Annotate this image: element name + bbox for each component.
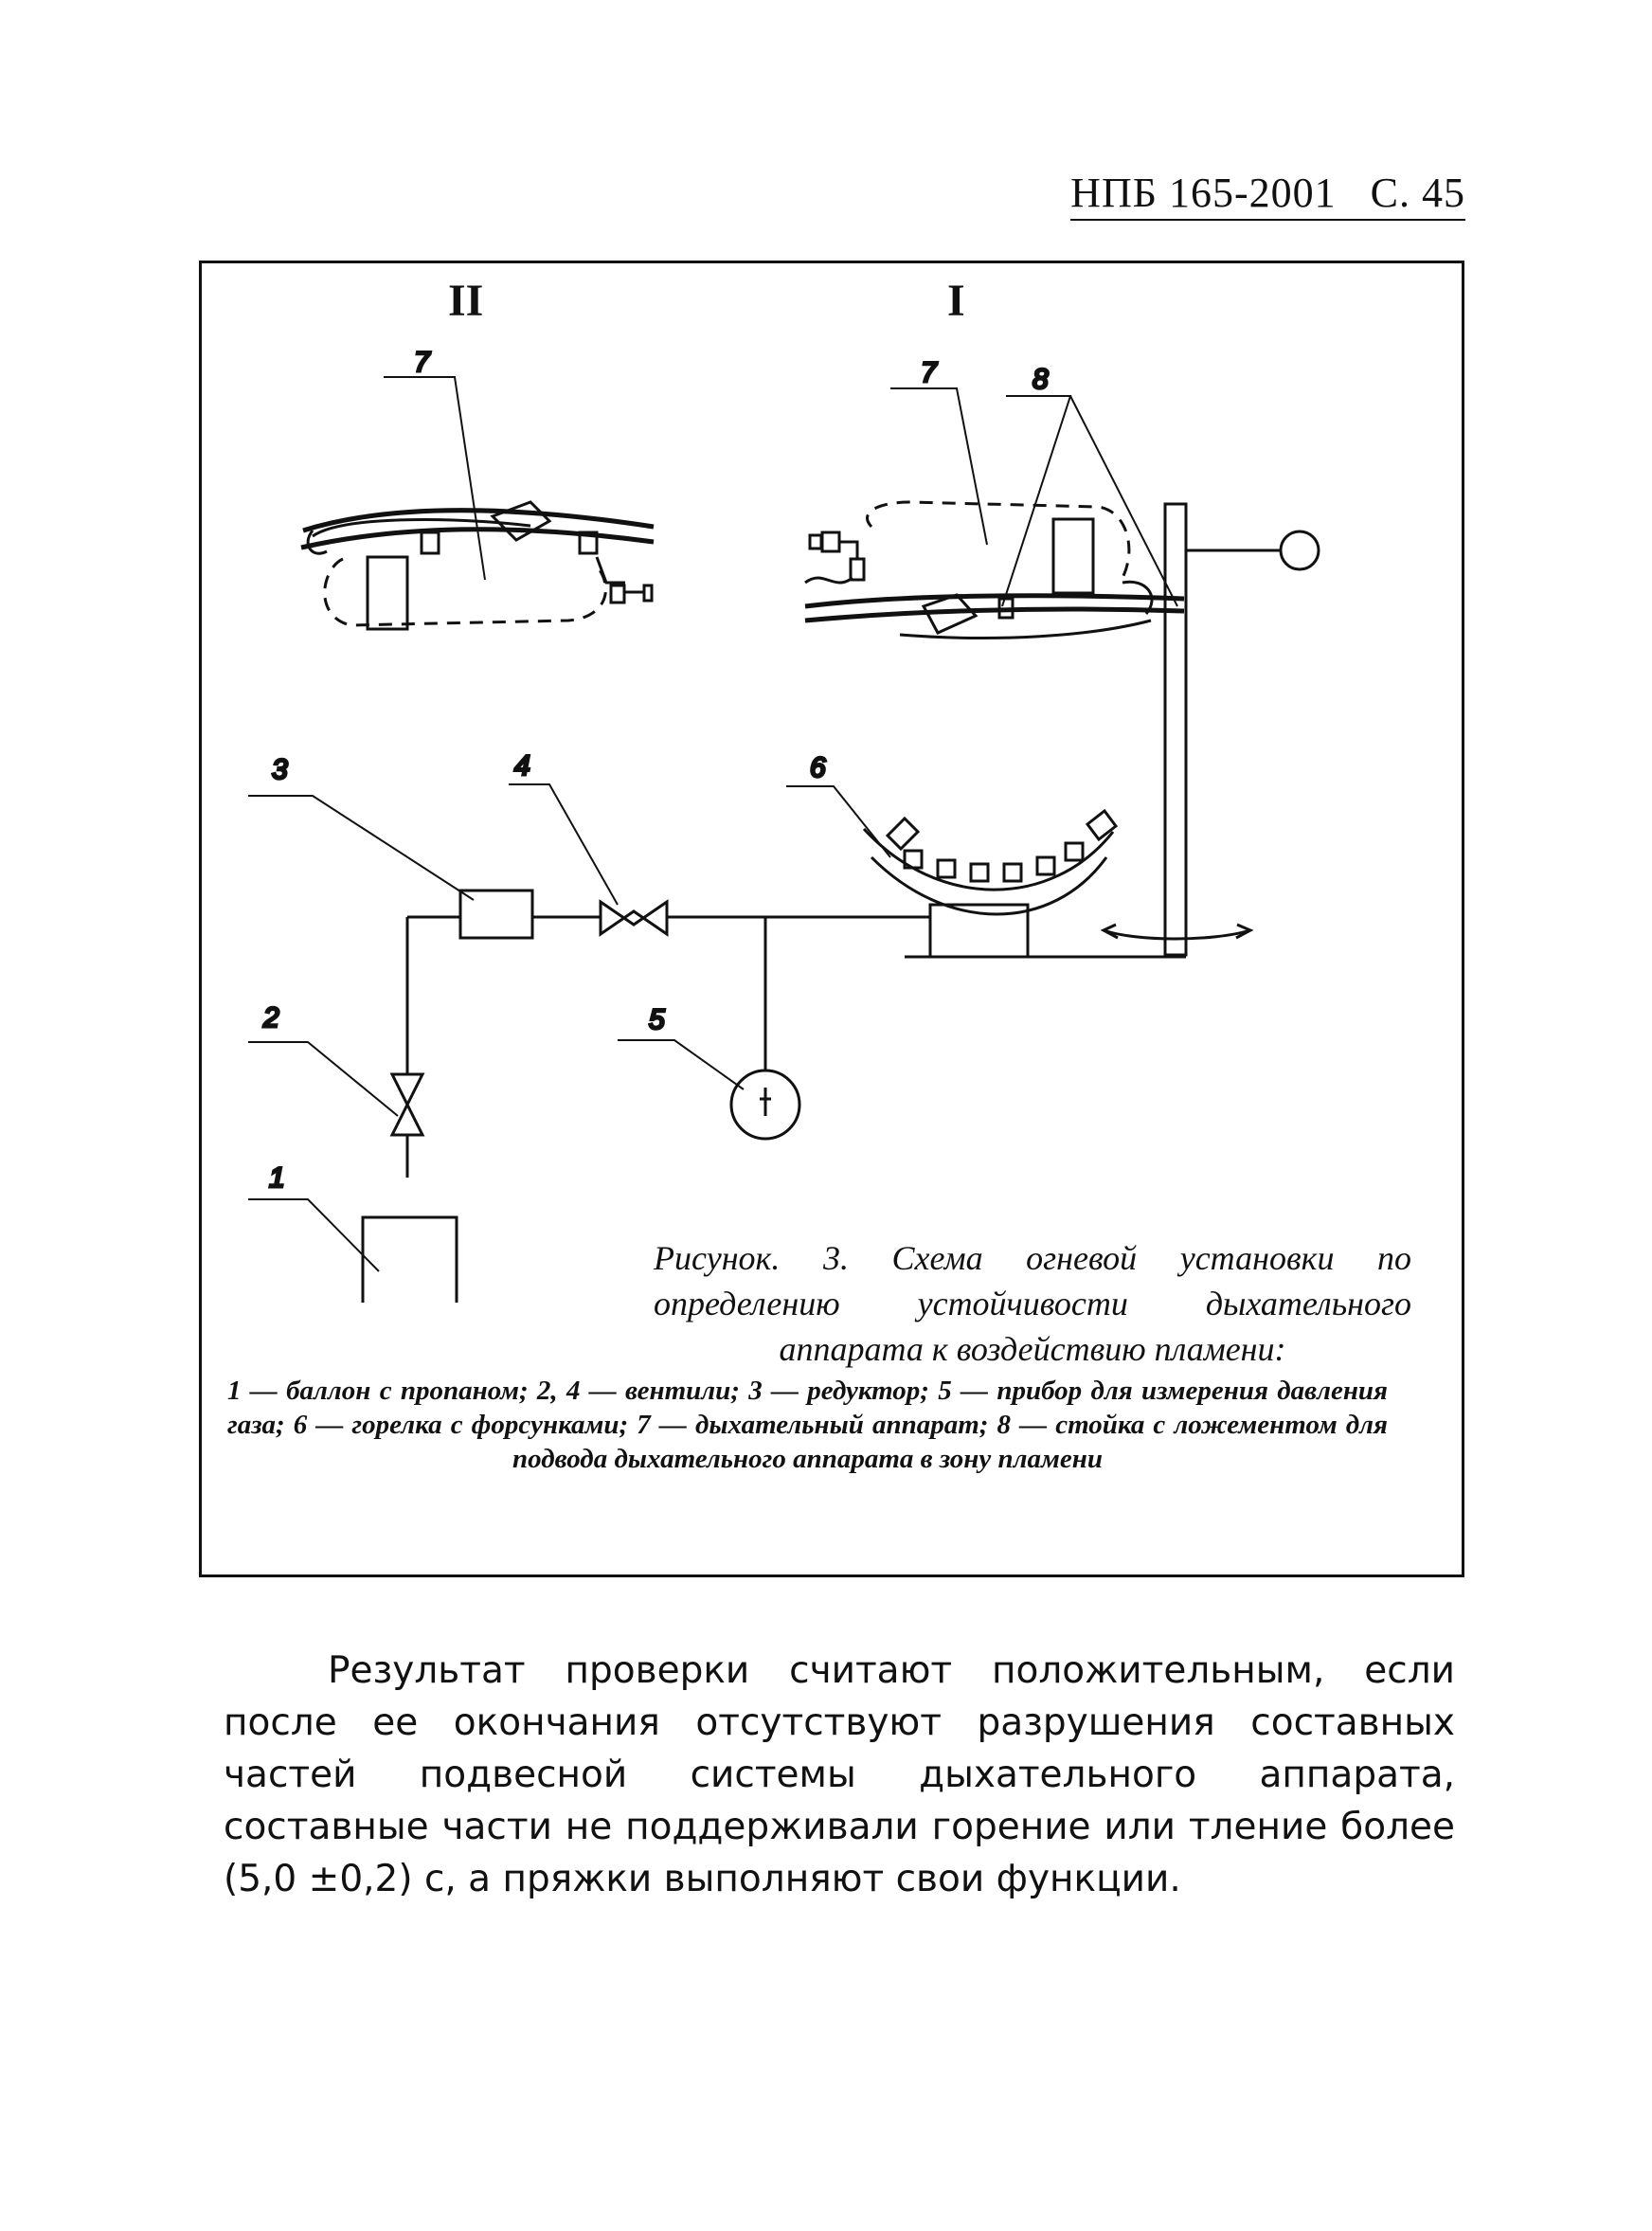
valve-2	[389, 1072, 425, 1137]
callout-7-left: 7	[414, 347, 431, 378]
reducer	[458, 889, 534, 940]
view-label-ii: II	[448, 276, 484, 326]
apparatus-view-ii	[300, 500, 655, 631]
pressure-gauge	[729, 1069, 801, 1141]
callout-4: 4	[514, 750, 530, 782]
document-code: НПБ 165-2001	[1070, 170, 1337, 216]
apparatus-view-i	[804, 500, 1185, 640]
propane-cylinder	[361, 1215, 458, 1303]
view-label-i: I	[947, 276, 965, 326]
stand-with-lodgement	[1100, 502, 1320, 957]
page-number: С. 45	[1370, 170, 1465, 216]
callout-3: 3	[272, 754, 288, 785]
gas-piping	[405, 915, 930, 1178]
figure-caption-title: Рисунок. 3. Схема огневой установки по о…	[654, 1239, 1411, 1368]
figure-frame	[199, 261, 1464, 1577]
callout-7-right: 7	[921, 357, 938, 388]
burner-with-nozzles	[862, 808, 1186, 959]
callout-5: 5	[649, 1004, 665, 1035]
callout-1: 1	[269, 1162, 285, 1194]
callout-8: 8	[1032, 364, 1049, 395]
callout-2: 2	[262, 1002, 279, 1034]
figure-caption-legend: 1 — баллон с пропаном; 2, 4 — вентили; 3…	[227, 1376, 1388, 1474]
body-paragraph: Результат проверки считают положительным…	[224, 1649, 1455, 1900]
leader-lines	[248, 376, 1178, 1272]
valve-4	[599, 899, 669, 937]
callout-6: 6	[810, 752, 826, 783]
page-header: НПБ 165-2001 С. 45	[1070, 169, 1465, 221]
